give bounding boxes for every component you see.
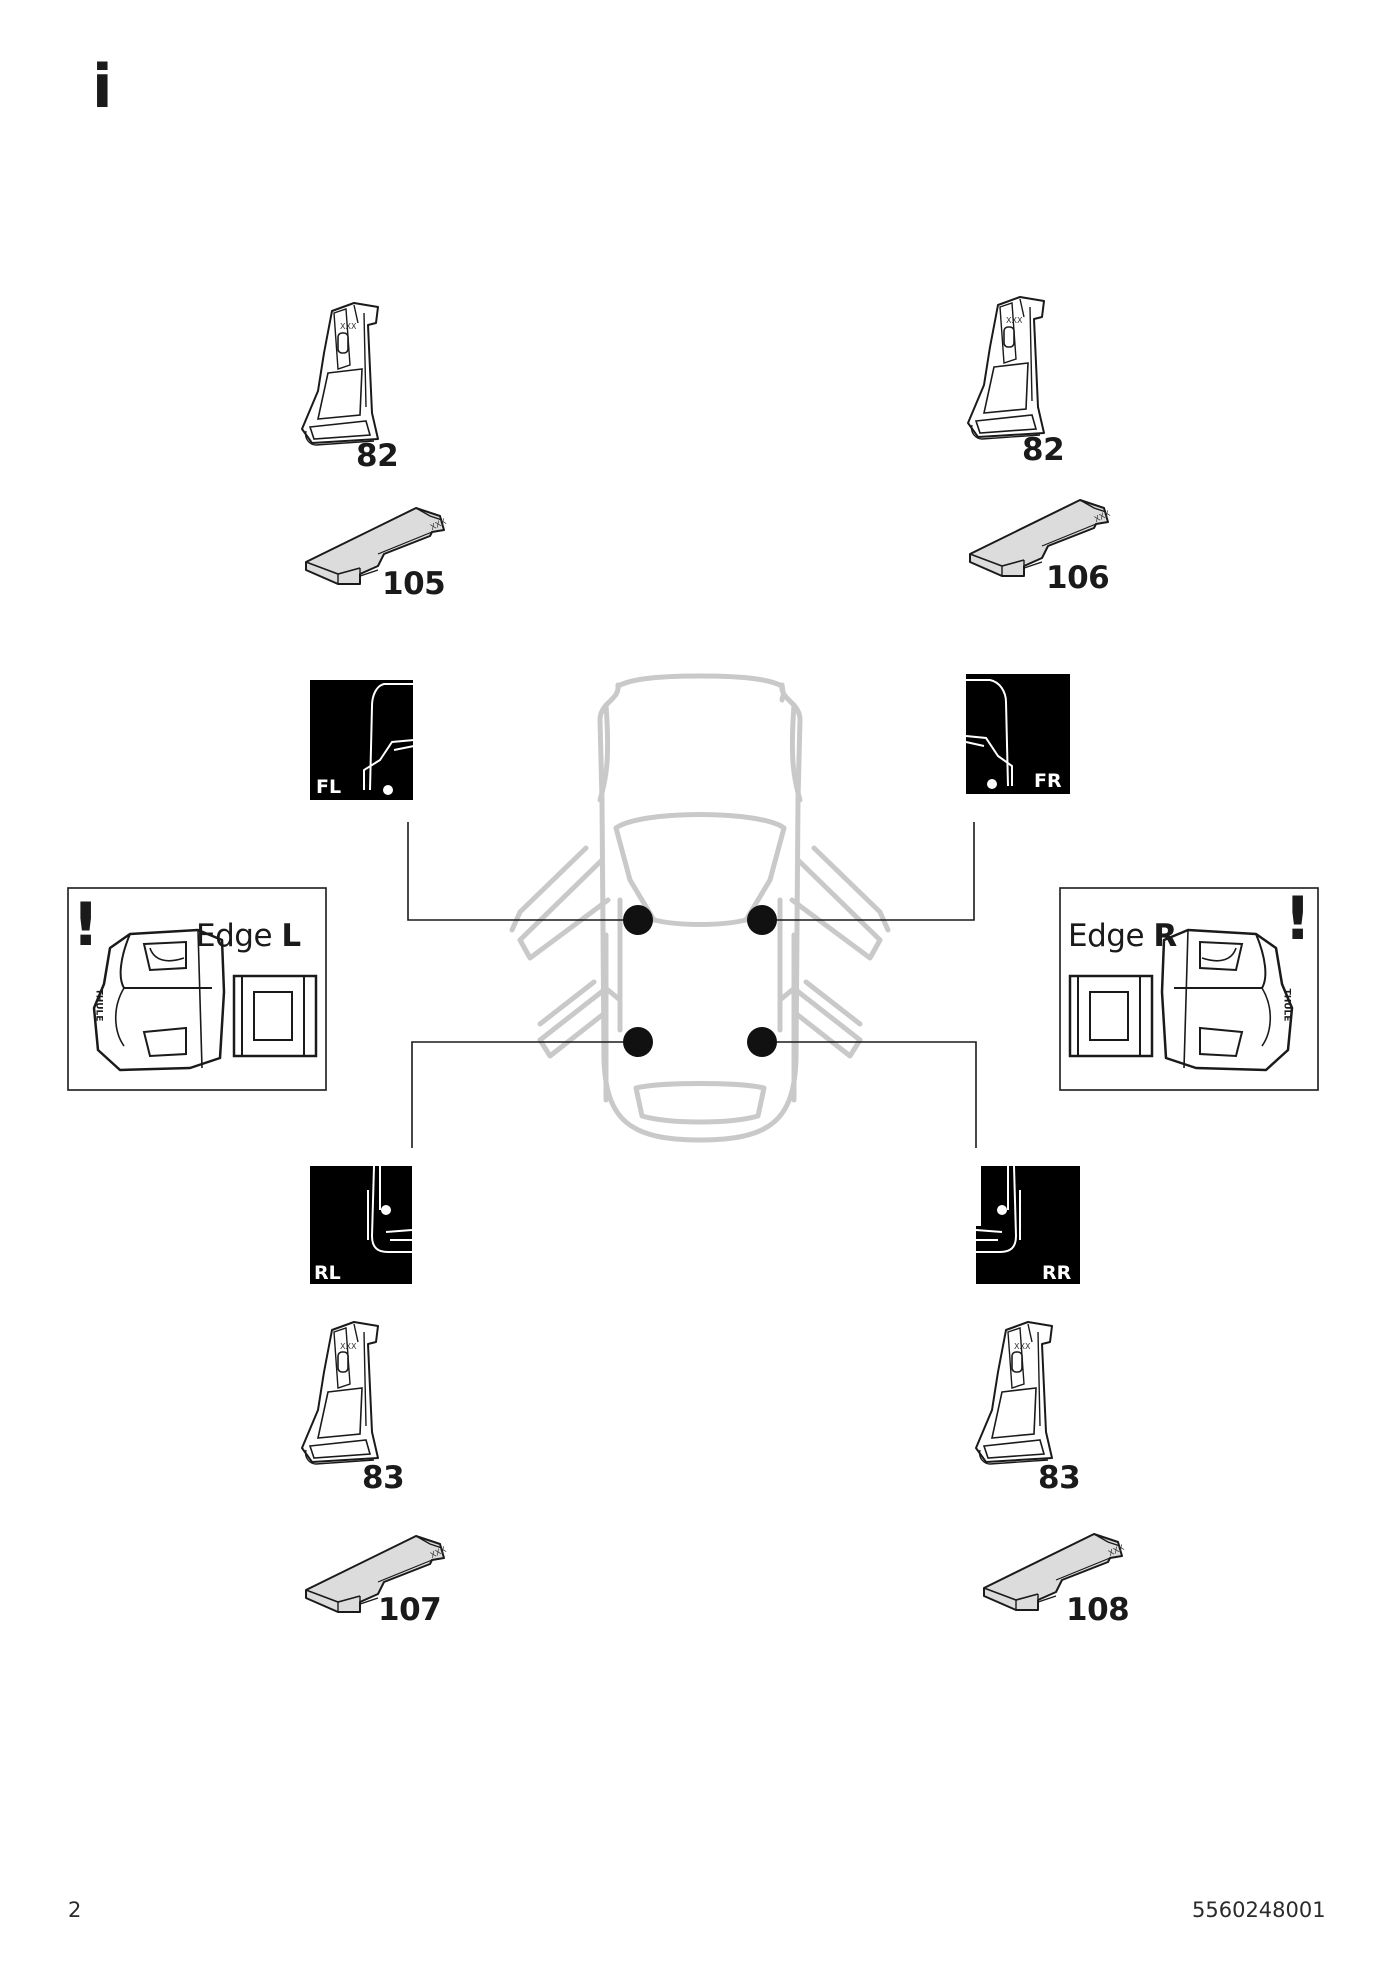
- foot-fr-marking: XXX: [1006, 316, 1023, 325]
- page-number: 2: [68, 1898, 82, 1922]
- warning-icon-right: !: [1284, 884, 1312, 954]
- edge-l-title: Edge L: [196, 918, 301, 954]
- mount-point-fr: [747, 905, 777, 935]
- panel-fl: [310, 680, 415, 800]
- car-top-view: [509, 673, 891, 1143]
- edge-l-side: L: [281, 918, 301, 954]
- part-number-foot-fr: 82: [1022, 432, 1065, 468]
- position-label-rl: RL: [314, 1262, 341, 1284]
- panel-fr: [965, 674, 1070, 794]
- edge-r-title: Edge R: [1068, 918, 1177, 954]
- part-number-foot-rr: 83: [1038, 1460, 1081, 1496]
- info-icon: i: [92, 52, 113, 122]
- brand-logo-right: THULE: [1281, 988, 1292, 1022]
- callout-lines: [407, 822, 977, 1148]
- foot-fl-marking: XXX: [340, 322, 357, 331]
- brand-logo-left: THULE: [93, 988, 104, 1022]
- part-number-foot-fl: 82: [356, 438, 399, 474]
- mount-point-fl: [623, 905, 653, 935]
- warning-icon-left: !: [72, 890, 100, 960]
- edge-r-side: R: [1153, 918, 1177, 954]
- edge-l-box: [67, 887, 327, 1091]
- edge-l-word: Edge: [196, 918, 273, 954]
- panel-rl: [310, 1165, 413, 1284]
- mount-points: [623, 905, 777, 1057]
- foot-rr-marking: XXX: [1014, 1342, 1031, 1351]
- document-number: 5560248001: [1192, 1898, 1326, 1922]
- edge-r-box: [1059, 887, 1319, 1091]
- mount-point-rl: [623, 1027, 653, 1057]
- part-number-foot-rl: 83: [362, 1460, 405, 1496]
- edge-r-word: Edge: [1068, 918, 1145, 954]
- part-number-pad-rl: 107: [378, 1592, 442, 1628]
- position-label-fl: FL: [316, 776, 342, 798]
- position-label-rr: RR: [1042, 1262, 1072, 1284]
- part-number-pad-rr: 108: [1066, 1592, 1130, 1628]
- part-number-pad-fr: 106: [1046, 560, 1110, 596]
- foot-rl-marking: XXX: [340, 1342, 357, 1351]
- mount-point-rr: [747, 1027, 777, 1057]
- part-number-pad-fl: 105: [382, 566, 446, 602]
- position-label-fr: FR: [1034, 770, 1062, 792]
- panel-rr: [975, 1165, 1080, 1284]
